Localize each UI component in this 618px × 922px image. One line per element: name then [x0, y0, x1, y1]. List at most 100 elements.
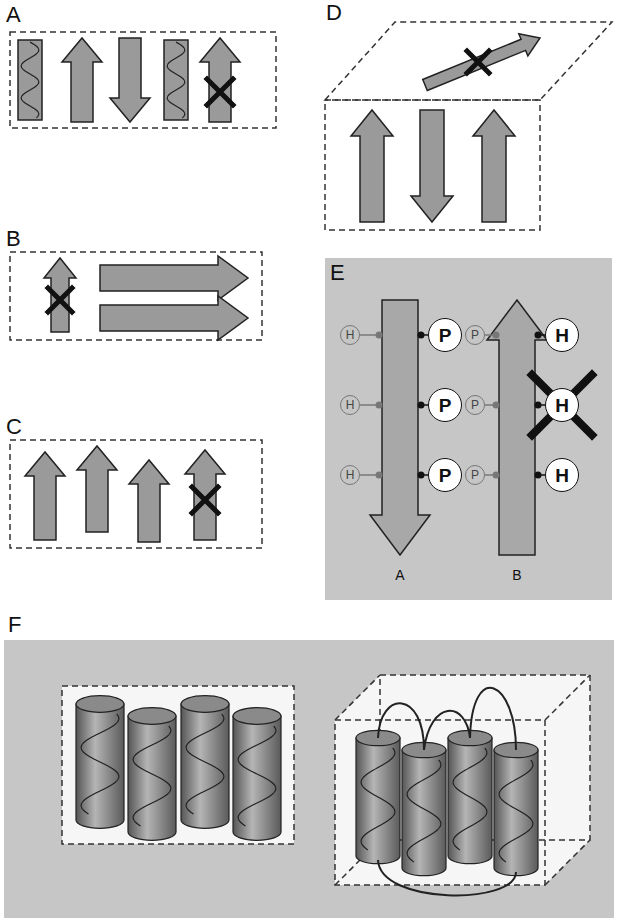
- beta-strand: [77, 446, 117, 532]
- residue-letter: P: [471, 329, 479, 341]
- residue-letter: H: [555, 326, 569, 345]
- panel-background: [325, 258, 612, 600]
- residue-letter: H: [346, 469, 355, 481]
- panel-letter: E: [330, 262, 345, 284]
- residue-circle: P: [428, 318, 462, 352]
- panel-letter: A: [6, 4, 21, 26]
- dashed-box: [335, 720, 545, 885]
- dashed-box: [10, 32, 276, 128]
- dashed-box: [62, 686, 294, 844]
- beta-strand: [110, 38, 150, 122]
- panel-letter: B: [6, 228, 21, 250]
- beta-strand: [100, 256, 248, 300]
- helix-turns: [361, 748, 395, 850]
- residue-circle: P: [428, 458, 462, 492]
- beta-strand: [200, 38, 240, 122]
- panel-letter: F: [8, 614, 21, 636]
- residue-letter: P: [471, 399, 479, 411]
- faded-residue-circle: H: [340, 325, 360, 345]
- cylinder-top: [76, 696, 124, 713]
- helix-turns: [167, 42, 185, 118]
- stalk-dot: [493, 332, 500, 339]
- residue-letter: P: [439, 396, 452, 415]
- stalk-dot: [418, 332, 425, 339]
- faded-residue-circle: P: [465, 395, 485, 415]
- residue-letter: H: [555, 396, 569, 415]
- stalk-dot: [493, 402, 500, 409]
- residue-letter: H: [346, 399, 355, 411]
- deletion-cross: [48, 288, 72, 312]
- helix-cylinder: [448, 738, 492, 864]
- dashed-box: [10, 252, 262, 340]
- helix-turns: [453, 748, 487, 850]
- residue-letter: H: [555, 466, 569, 485]
- deletion-cross: [207, 79, 233, 105]
- faded-residue-circle: H: [340, 395, 360, 415]
- helix-turns: [186, 714, 224, 814]
- deletion-cross: [192, 487, 218, 513]
- cylinder-top: [181, 696, 229, 713]
- faded-residue-circle: P: [465, 465, 485, 485]
- residue-letter: H: [346, 329, 355, 341]
- helix-turns: [81, 714, 119, 814]
- helix-turns: [133, 726, 171, 826]
- helix-cylinder: [233, 716, 281, 840]
- helix-cylinder: [402, 750, 446, 876]
- cube-fill: [335, 675, 590, 885]
- residue-letter: P: [471, 469, 479, 481]
- stalk-dot: [535, 402, 542, 409]
- beta-strand: [100, 296, 248, 340]
- dashed-box: [10, 440, 262, 548]
- connecting-loop: [378, 860, 516, 895]
- helix-cylinder: [76, 704, 124, 828]
- strand-label: A: [395, 568, 404, 582]
- helix-turns: [499, 760, 533, 862]
- residue-letter: P: [439, 466, 452, 485]
- panel-background: [4, 640, 614, 918]
- helix-cylinder: [128, 716, 176, 840]
- beta-strand: [411, 110, 453, 222]
- strand-label: B: [512, 568, 521, 582]
- stalk-dot: [376, 472, 383, 479]
- dashed-face: [325, 22, 612, 100]
- residue-circle: H: [545, 458, 579, 492]
- beta-strand: [62, 38, 102, 122]
- helix-turns: [21, 42, 39, 118]
- stalk-dot: [418, 402, 425, 409]
- dashed-edge: [335, 675, 590, 885]
- helix-turns: [238, 726, 276, 826]
- stalk-dot: [418, 472, 425, 479]
- beta-strand: [25, 452, 65, 540]
- panel-letter: C: [6, 416, 22, 438]
- beta-strand: [423, 34, 540, 91]
- beta-strand: [129, 460, 169, 542]
- residue-circle: P: [428, 388, 462, 422]
- faded-residue-circle: H: [340, 465, 360, 485]
- stalk-dot: [535, 472, 542, 479]
- cylinder-top: [128, 708, 176, 725]
- beta-strand: [351, 110, 393, 222]
- stalk-dot: [535, 332, 542, 339]
- beta-strand: [370, 300, 430, 555]
- stalk-dot: [376, 332, 383, 339]
- dashed-box: [325, 100, 540, 230]
- alpha-helix: [164, 40, 188, 120]
- beta-strand: [185, 450, 225, 540]
- panel-letter: D: [326, 2, 342, 24]
- faded-residue-circle: P: [465, 325, 485, 345]
- residue-circle: H: [545, 318, 579, 352]
- deletion-cross: [467, 51, 489, 73]
- helix-cylinder: [181, 704, 229, 828]
- residue-circle: H: [545, 388, 579, 422]
- connecting-loop: [378, 688, 516, 750]
- beta-strand: [473, 110, 515, 222]
- alpha-helix: [18, 40, 42, 120]
- helix-turns: [407, 760, 441, 862]
- stalk-dot: [493, 472, 500, 479]
- helix-cylinder: [494, 750, 538, 876]
- deletion-cross: [532, 375, 592, 435]
- helix-cylinder: [356, 738, 400, 864]
- beta-strand: [44, 258, 76, 332]
